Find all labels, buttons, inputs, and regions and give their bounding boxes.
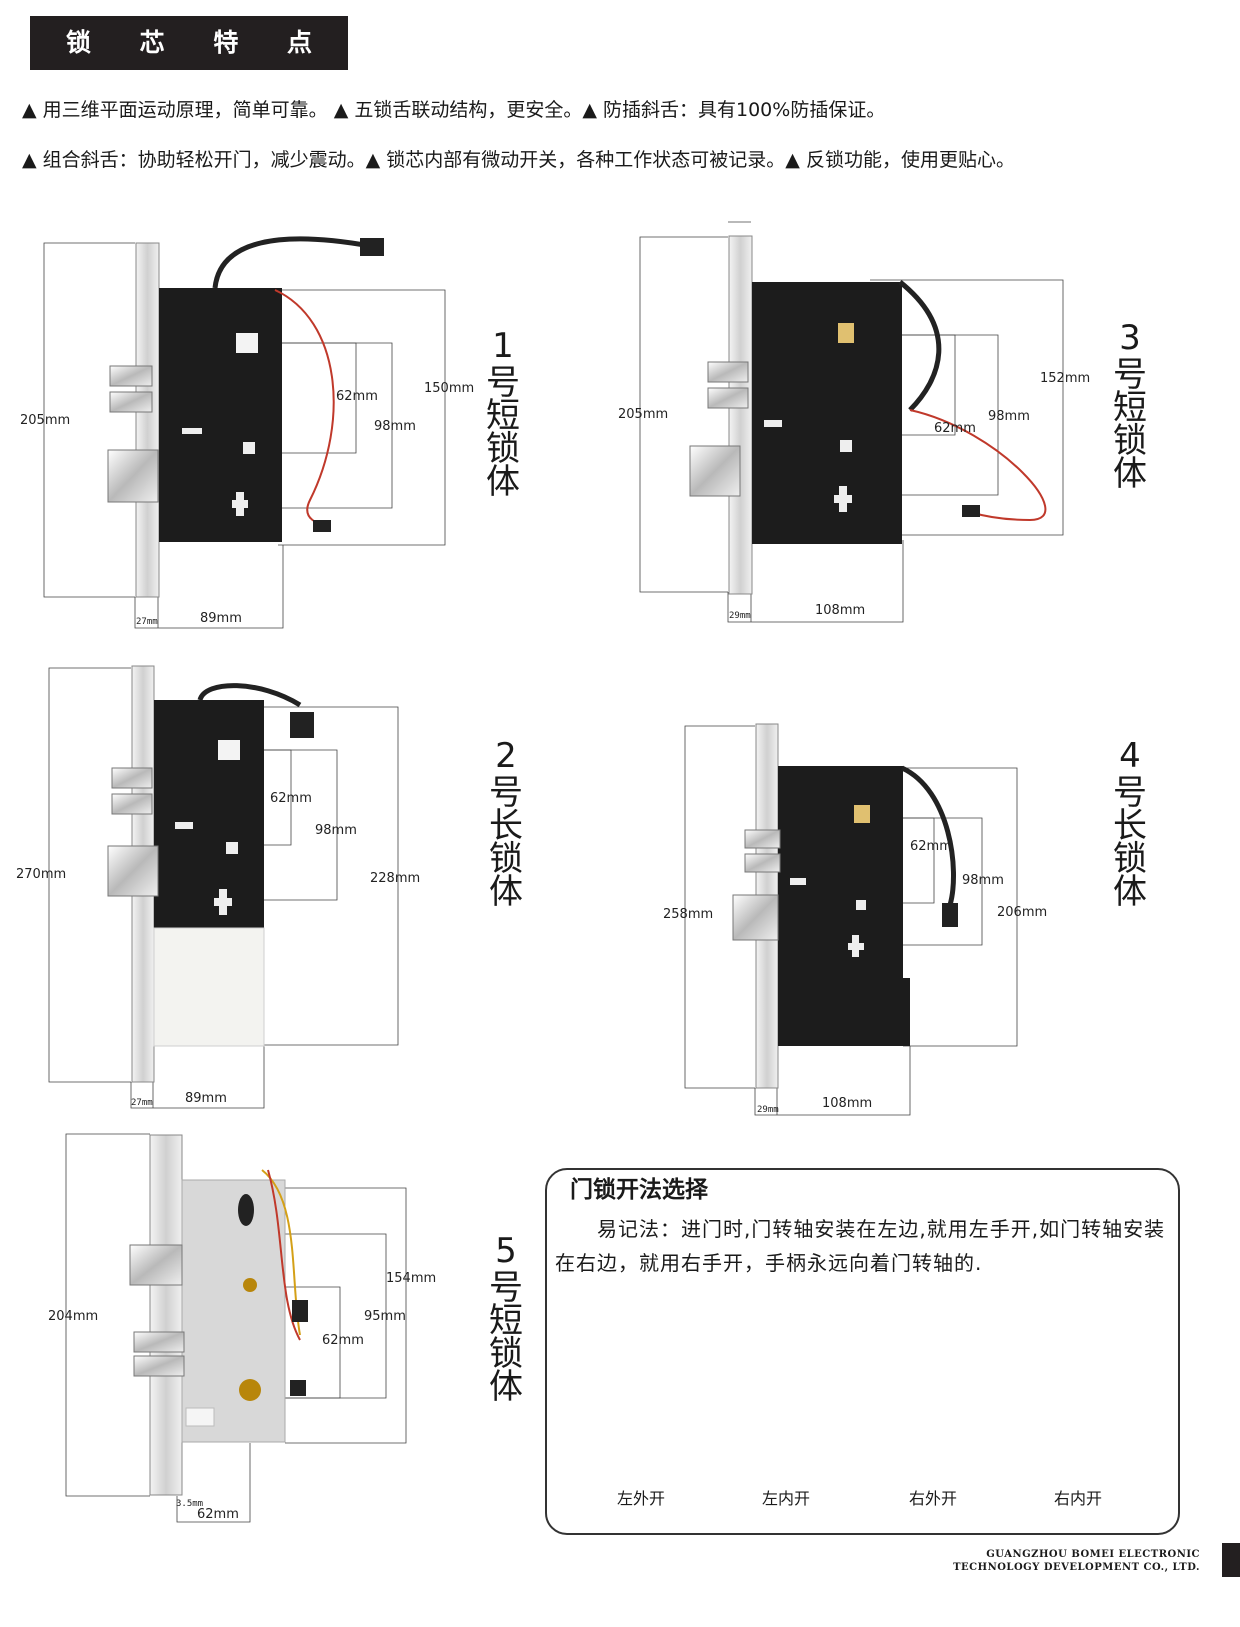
lock-1-plate-label: 27mm (136, 617, 158, 627)
lock-3-98-label: 98mm (988, 409, 1030, 424)
lock-4-depth-label: 108mm (822, 1096, 872, 1111)
lock-3-depth-label: 108mm (815, 603, 865, 618)
lock-2-name: 号长锁体 (489, 773, 523, 912)
door-caption-right-inward: 右内开 (1053, 1489, 1102, 1508)
lock-3-drawing: 205mm 152mm 98mm 62mm 29mm 108mm (618, 221, 1090, 623)
feature-line-1: ▲ 用三维平面运动原理，简单可靠。 ▲ 五锁舌联动结构，更安全。▲ 防插斜舌：具… (22, 99, 886, 121)
door-caption-left-inward: 左内开 (761, 1489, 810, 1508)
lock-1-name: 号短锁体 (486, 363, 520, 502)
lock-5-62-label: 62mm (322, 1333, 364, 1348)
lock-5-number: 5 (495, 1231, 517, 1271)
title-bar (30, 16, 348, 70)
company-line-1: GUANGZHOU BOMEI ELECTRONIC (986, 1549, 1200, 1560)
lock-3-plate-label: 29mm (729, 611, 751, 621)
feature-line-2: ▲ 组合斜舌：协助轻松开门，减少震动。▲ 锁芯内部有微动开关，各种工作状态可被记… (22, 149, 1015, 171)
lock-4-height-label: 258mm (663, 907, 713, 922)
lock-3-type-label: 3 号短锁体 (1105, 318, 1155, 494)
lock-4-type-label: 4 号长锁体 (1105, 736, 1155, 912)
lock-1-drawing: 205mm 150mm 98mm 62mm 27mm 89mm (20, 236, 474, 629)
lock-4-98-label: 98mm (962, 873, 1004, 888)
lock-1-height-label: 205mm (20, 413, 70, 428)
lock-1-type-label: 1 号短锁体 (478, 326, 528, 502)
lock-4-plate-label: 29mm (757, 1105, 779, 1115)
lock-4-62-label: 62mm (910, 839, 952, 854)
lock-3-number: 3 (1119, 318, 1141, 358)
lock-3-body-label: 152mm (1040, 371, 1090, 386)
lock-1-depth-label: 89mm (200, 611, 242, 626)
lock-2-body-label: 228mm (370, 871, 420, 886)
door-guide-description: 易记法：进门时,门转轴安装在左边,就用左手开,如门转轴安装在右边，就用右手开，手… (555, 1217, 1166, 1275)
door-caption-left-outward: 左外开 (616, 1489, 665, 1508)
lock-5-95-label: 95mm (364, 1309, 406, 1324)
company-name: GUANGZHOU BOMEI ELECTRONIC TECHNOLOGY DE… (953, 1548, 1200, 1574)
page-title: 锁 芯 特 点 (65, 28, 333, 57)
lock-1-body-label: 150mm (424, 381, 474, 396)
lock-1-number: 1 (492, 326, 514, 366)
lock-2-62-label: 62mm (270, 791, 312, 806)
lock-2-98-label: 98mm (315, 823, 357, 838)
lock-4-name: 号长锁体 (1113, 773, 1147, 912)
lock-5-drawing: 204mm 154mm 95mm 62mm 3.5mm 62mm (48, 1133, 436, 1523)
door-guide-panel (545, 1168, 1180, 1535)
page-tab (1222, 1543, 1240, 1577)
lock-5-height-label: 204mm (48, 1309, 98, 1324)
lock-5-name: 号短锁体 (489, 1268, 523, 1407)
lock-4-number: 4 (1119, 736, 1141, 776)
lock-2-number: 2 (495, 736, 517, 776)
lock-2-height-label: 270mm (16, 867, 66, 882)
lock-5-type-label: 5 号短锁体 (481, 1231, 531, 1407)
lock-3-name: 号短锁体 (1113, 355, 1147, 494)
lock-5-plate-label: 3.5mm (176, 1499, 203, 1509)
lock-5-depth-label: 62mm (197, 1507, 239, 1522)
lock-3-62-label: 62mm (934, 421, 976, 436)
lock-2-depth-label: 89mm (185, 1091, 227, 1106)
lock-2-drawing: 270mm 228mm 98mm 62mm 27mm 89mm (16, 665, 420, 1109)
lock-1-98-label: 98mm (374, 419, 416, 434)
lock-2-type-label: 2 号长锁体 (481, 736, 531, 912)
lock-5-body-label: 154mm (386, 1271, 436, 1286)
lock-1-62-label: 62mm (336, 389, 378, 404)
lock-4-drawing: 258mm 206mm 98mm 62mm 29mm 108mm (663, 723, 1047, 1116)
door-guide-title: 门锁开法选择 (570, 1177, 708, 1203)
lock-3-height-label: 205mm (618, 407, 668, 422)
lock-4-body-label: 206mm (997, 905, 1047, 920)
lock-2-plate-label: 27mm (131, 1098, 153, 1108)
door-caption-right-outward: 右外开 (908, 1489, 957, 1508)
company-line-2: TECHNOLOGY DEVELOPMENT CO., LTD. (953, 1562, 1200, 1573)
